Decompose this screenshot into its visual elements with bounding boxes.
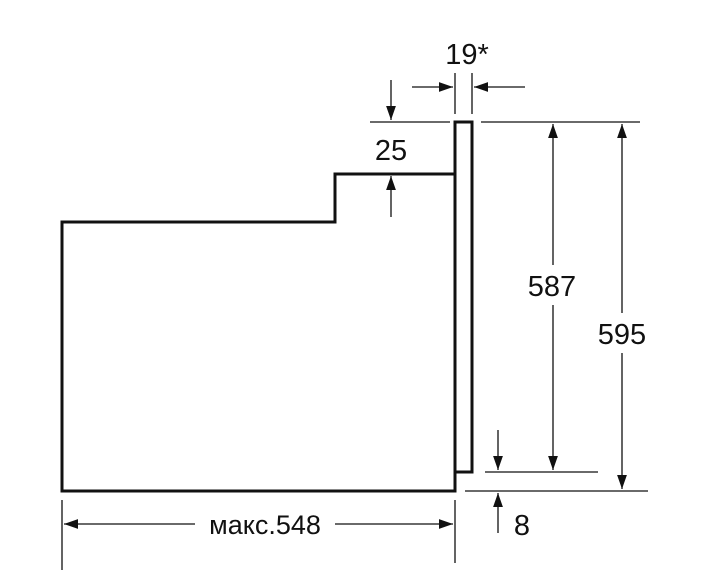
depth-label: макс.548 <box>209 510 321 540</box>
oven-body-outline <box>60 172 457 493</box>
oven-door-panel <box>453 120 474 474</box>
total-height-label: 595 <box>598 319 646 351</box>
door-thickness-label: 19* <box>445 39 489 71</box>
bottom-offset-label: 8 <box>514 510 530 542</box>
inner-height-label: 587 <box>528 271 576 303</box>
top-offset-label: 25 <box>375 135 407 167</box>
